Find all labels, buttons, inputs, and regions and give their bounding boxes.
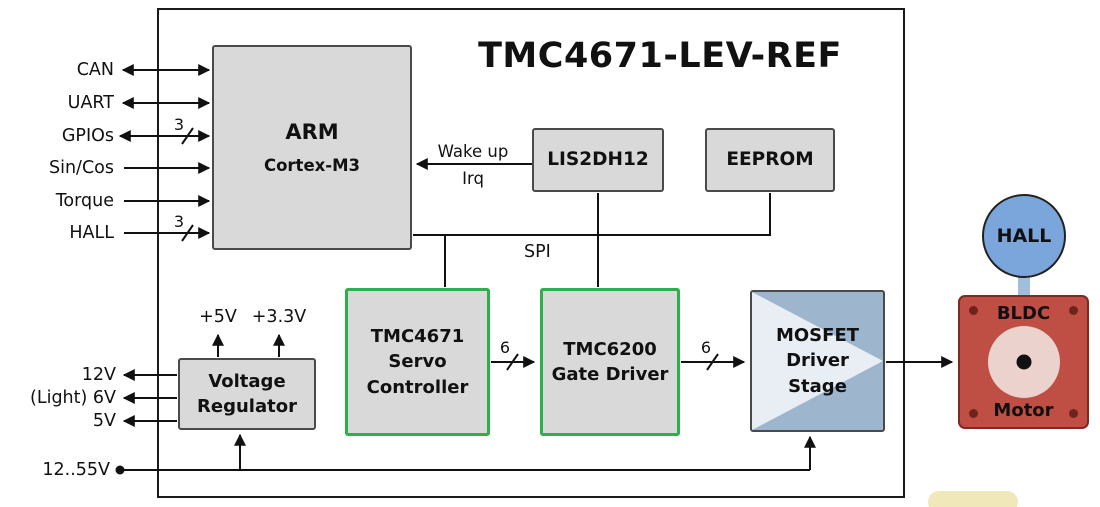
mosfet-label-3: Stage [788, 375, 847, 397]
voltage-regulator-block: Voltage Regulator [178, 358, 316, 430]
motor-label-top: BLDC [996, 303, 1051, 324]
motor-screw-icon [969, 409, 978, 418]
arm-label: ARM [285, 120, 339, 145]
tmc6200-sublabel: Gate Driver [551, 364, 669, 385]
eeprom-block: EEPROM [705, 128, 835, 192]
motor-screw-icon [1069, 409, 1078, 418]
power-out-label-5v: 5V [92, 411, 116, 431]
irq-label: Irq [462, 169, 484, 188]
bus-width-tick-hall [181, 224, 194, 242]
signal-label-torque: Torque [55, 191, 114, 211]
page-title: TMC4671-LEV-REF [478, 36, 842, 76]
eeprom-label: EEPROM [726, 149, 814, 171]
vreg-label-2: Regulator [197, 396, 297, 417]
rail-label-3v3: +3.3V [251, 307, 307, 327]
rail-label-5v: +5V [199, 307, 237, 327]
motor-label-bottom: Motor [993, 400, 1054, 421]
supply-input-label: 12..55V [42, 460, 110, 480]
mosfet-label-2: Driver [786, 350, 849, 372]
watermark-blob [928, 491, 1018, 507]
spi-bus [413, 193, 771, 287]
tmc6200-block: TMC6200 Gate Driver [540, 288, 680, 436]
power-out-label-6v: (Light) 6V [30, 388, 116, 408]
left-signal-wires [118, 64, 211, 242]
supply-wires [120, 433, 816, 471]
bus-width-servo-gate: 6 [499, 338, 511, 357]
signal-label-gpios: GPIOs [61, 126, 114, 146]
regulator-rail-wires [122, 333, 285, 427]
spi-bus-label: SPI [524, 242, 551, 262]
signal-label-sincos: Sin/Cos [48, 158, 114, 178]
bus-width-gpios: 3 [173, 115, 185, 134]
signal-label-can: CAN [76, 60, 114, 80]
motor-screw-icon [1069, 306, 1078, 315]
bus-width-tick-gate-driver [706, 353, 719, 371]
hall-sensor-label: HALL [996, 225, 1052, 247]
bus-width-hall: 3 [173, 212, 185, 231]
tmc6200-label: TMC6200 [563, 338, 657, 360]
supply-junction-dot [115, 465, 125, 475]
mosfet-label-1: MOSFET [775, 325, 860, 347]
board-outline [157, 8, 905, 498]
motor-chain-wires [491, 353, 954, 371]
mosfet-driver-stage-block: MOSFET Driver Stage [750, 290, 885, 432]
hall-sensor-circle: HALL [982, 194, 1066, 278]
tmc4671-sublabel-1: Servo [388, 351, 447, 373]
lis2dh12-block: LIS2DH12 [532, 128, 664, 192]
tmc4671-label: TMC4671 [370, 326, 465, 348]
bus-width-tick-servo-gate [506, 353, 519, 371]
bus-width-gate-driver: 6 [700, 338, 712, 357]
motor-shaft-dot [1016, 354, 1031, 370]
motor-screw-icon [969, 306, 978, 315]
tmc4671-block: TMC4671 Servo Controller [345, 288, 490, 436]
signal-label-uart: UART [67, 93, 114, 113]
wakeup-label: Wake up [437, 142, 509, 161]
signal-label-hall: HALL [69, 223, 114, 243]
vreg-label-1: Voltage [208, 370, 286, 392]
tmc4671-sublabel-2: Controller [366, 376, 469, 398]
power-out-label-12v: 12V [81, 365, 116, 385]
bldc-motor-block: BLDC Motor [958, 295, 1089, 429]
bus-width-tick-gpios [181, 127, 194, 145]
arm-sublabel: Cortex-M3 [263, 155, 361, 175]
lis2dh12-label: LIS2DH12 [547, 149, 649, 171]
arm-block: ARM Cortex-M3 [212, 45, 412, 250]
